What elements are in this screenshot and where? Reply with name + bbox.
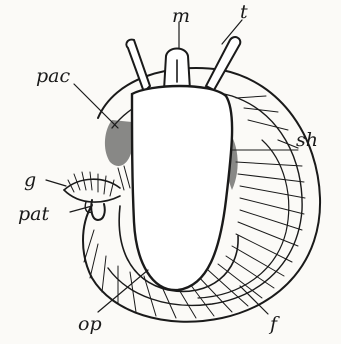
label-m: m	[172, 5, 190, 27]
label-t: t	[240, 1, 248, 23]
label-op: op	[78, 313, 102, 335]
label-sh: sh	[296, 129, 318, 151]
label-pac: pac	[36, 65, 70, 87]
pallial-tentacle	[85, 200, 105, 220]
label-f: f	[268, 313, 280, 335]
operculum	[132, 86, 232, 290]
gill	[64, 172, 120, 202]
snout	[164, 49, 190, 91]
label-g: g	[24, 169, 36, 191]
label-pat: pat	[18, 203, 49, 225]
